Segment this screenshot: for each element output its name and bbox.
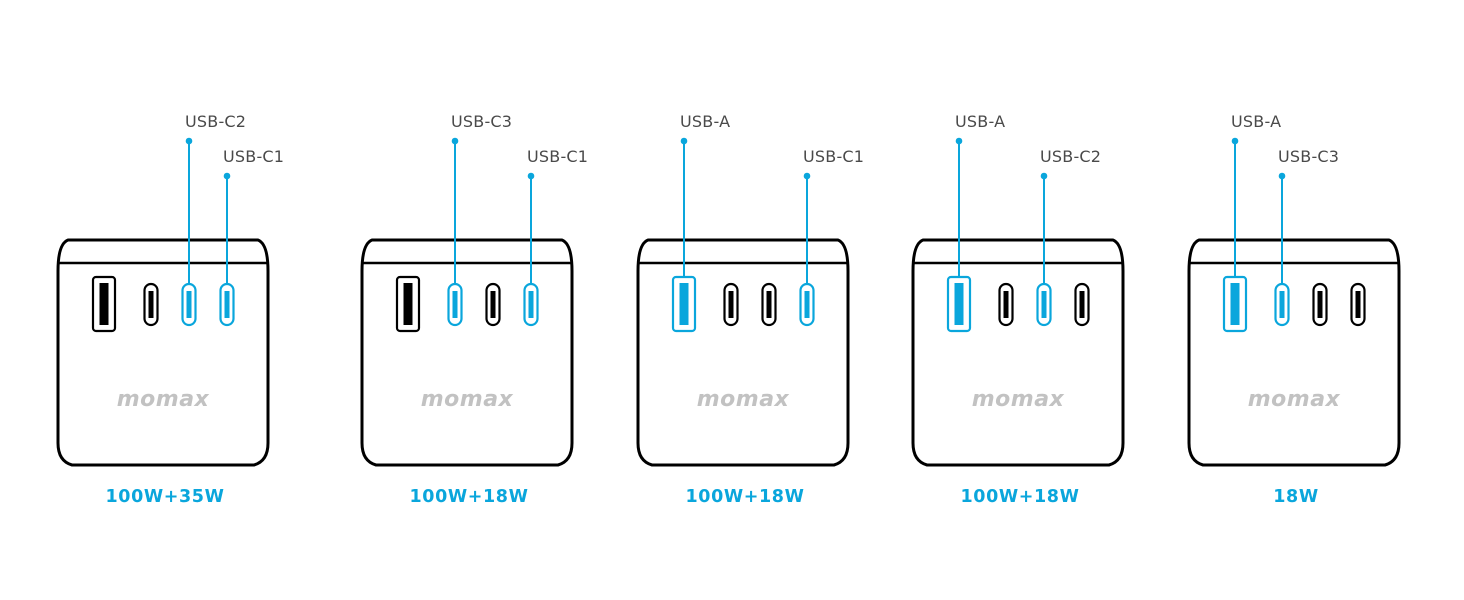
callout-dot: [1278, 172, 1286, 180]
charger-body: [911, 238, 1125, 467]
charger-body: [1187, 238, 1401, 467]
callout-label-usb-c3: USB-C3: [1278, 147, 1339, 166]
usb-c-port-tongue: [1041, 291, 1047, 318]
output-power-label: 100W+35W: [106, 487, 225, 507]
callout-label-usb-a: USB-A: [1231, 112, 1281, 131]
callout-label-usb-c1: USB-C1: [527, 147, 588, 166]
usb-c-port-tongue: [766, 291, 772, 318]
charger-body: [56, 238, 270, 467]
charger-config-5: USB-A USB-C3 momax 18W: [1187, 112, 1401, 507]
callout-label-usb-a: USB-A: [955, 112, 1005, 131]
usb-c-port-tongue: [186, 291, 192, 318]
callout-dot: [223, 172, 231, 180]
callout-label-usb-c1: USB-C1: [223, 147, 284, 166]
usb-c-port-tongue: [728, 291, 734, 318]
usb-c-port-tongue: [452, 291, 458, 318]
output-power-label: 18W: [1273, 487, 1318, 507]
usb-c-port-tongue: [224, 291, 230, 318]
brand-logo: momax: [421, 387, 514, 412]
charger-body: [636, 238, 850, 467]
usb-a-port-tongue: [99, 283, 109, 325]
output-power-label: 100W+18W: [686, 487, 805, 507]
usb-a-port-tongue: [1230, 283, 1240, 325]
usb-a-port-tongue: [403, 283, 413, 325]
charger-config-3: USB-A USB-C1 momax 100W+18W: [636, 112, 864, 507]
brand-logo: momax: [972, 387, 1065, 412]
usb-c-port-tongue: [1003, 291, 1009, 318]
output-power-label: 100W+18W: [961, 487, 1080, 507]
usb-c-port-tongue: [148, 291, 154, 318]
callout-dot: [955, 137, 963, 145]
usb-c-port-tongue: [1079, 291, 1085, 318]
callout-dot: [185, 137, 193, 145]
callout-dot: [451, 137, 459, 145]
usb-c-port-tongue: [528, 291, 534, 318]
charger-config-4: USB-A USB-C2 momax 100W+18W: [911, 112, 1125, 507]
callout-dot: [527, 172, 535, 180]
callout-label-usb-c2: USB-C2: [185, 112, 246, 131]
brand-logo: momax: [697, 387, 790, 412]
output-power-label: 100W+18W: [410, 487, 529, 507]
usb-c-port-tongue: [1317, 291, 1323, 318]
usb-a-port-tongue: [679, 283, 689, 325]
usb-c-port-tongue: [1355, 291, 1361, 318]
brand-logo: momax: [117, 387, 210, 412]
callout-dot: [1231, 137, 1239, 145]
usb-c-port-tongue: [490, 291, 496, 318]
usb-a-port-tongue: [954, 283, 964, 325]
callout-label-usb-a: USB-A: [680, 112, 730, 131]
callout-dot: [1040, 172, 1048, 180]
callout-dot: [803, 172, 811, 180]
brand-logo: momax: [1248, 387, 1341, 412]
usb-c-port-tongue: [804, 291, 810, 318]
callout-dot: [680, 137, 688, 145]
callout-label-usb-c1: USB-C1: [803, 147, 864, 166]
callout-label-usb-c3: USB-C3: [451, 112, 512, 131]
callout-label-usb-c2: USB-C2: [1040, 147, 1101, 166]
charger-body: [360, 238, 574, 467]
usb-c-port-tongue: [1279, 291, 1285, 318]
